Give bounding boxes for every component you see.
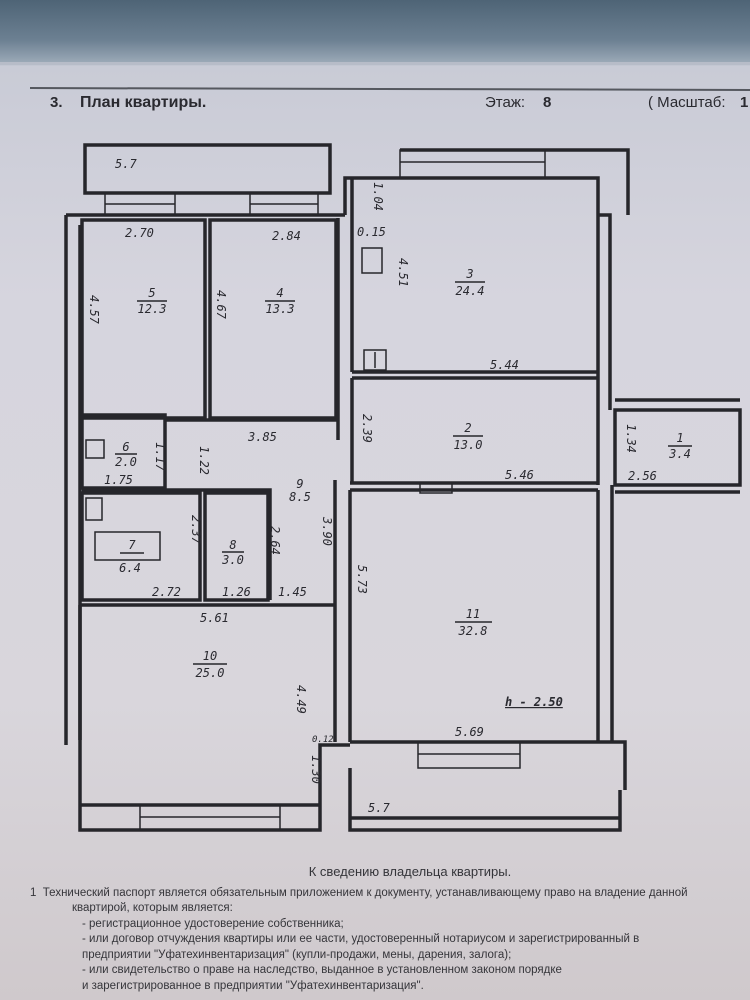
note-text: Технический паспорт является обязательны… [42,886,688,899]
dim-balcony-bottom: 5.7 [368,801,390,815]
dim-balcony-top: 5.7 [115,157,137,171]
page-title: План квартиры. [80,94,207,111]
note-number: 1 [30,886,37,899]
svg-text:8.5: 8.5 [289,490,311,504]
svg-text:5: 5 [148,286,155,300]
ceiling-height: h - 2.50 [505,695,563,709]
note-bullet: и зарегистрированное в предприятии "Уфат… [82,979,424,992]
room-1[interactable]: 13.4 [668,431,692,461]
dim-r3-offset: 0.15 [357,225,386,239]
dim-r11-width: 5.69 [455,725,484,739]
svg-text:2.0: 2.0 [115,455,137,469]
svg-text:6.4: 6.4 [119,561,141,575]
svg-text:24.4: 24.4 [456,284,485,298]
svg-text:11: 11 [466,607,480,621]
floor-value: 8 [543,94,552,111]
dim-r6-width: 1.75 [104,473,133,487]
note-text-cont: квартирой, которым является: [72,902,233,914]
room-11[interactable]: 11 32.8 [455,607,492,638]
svg-text:8: 8 [229,538,236,552]
room-6[interactable]: 62.0 [115,440,137,469]
dim-r7-width: 2.72 [152,585,181,599]
room-9[interactable]: 98.5 [289,477,311,504]
dim-r1-height: 1.34 [624,424,638,453]
dim-r7-height: 2.37 [189,515,203,545]
svg-text:7: 7 [128,538,136,552]
svg-text:9: 9 [296,477,303,491]
note-item-1: 1 Технический паспорт является обязатель… [30,886,750,902]
dim-r11-height: 5.73 [355,565,369,594]
dim-r10-width: 5.61 [200,611,229,625]
room-4[interactable]: 413.3 [265,286,295,316]
dim-corridor-width: 3.85 [247,430,277,444]
note-bullet: предприятии "Уфатехинвентаризация" (купл… [82,948,512,961]
svg-text:13.3: 13.3 [266,302,295,316]
svg-text:32.8: 32.8 [458,624,488,638]
note-bullet: - или договор отчуждения квартиры или ее… [82,933,640,945]
floor-label: Этаж: [485,94,526,111]
notes-title: К сведению владельца квартиры. [308,864,512,879]
owner-notes: К сведению владельца квартиры. 1 Техниче… [30,864,750,994]
svg-text:6: 6 [122,440,129,454]
dim-r9-width: 1.45 [278,585,307,599]
dim-r3-height: 4.51 [396,258,410,287]
dim-r2-width: 5.46 [505,468,534,482]
room-7[interactable]: 76.4 [119,538,144,575]
dim-r2-height: 2.39 [360,414,374,443]
room-10[interactable]: 10 25.0 [193,649,227,680]
note-bullet: - регистрационное удостоверение собствен… [82,917,344,930]
dim-r9-height: 3.90 [320,516,334,546]
dim-r4-width: 2.84 [272,229,301,243]
room-2[interactable]: 213.0 [453,421,483,452]
scale-value: 1 [740,94,749,111]
svg-text:12.3: 12.3 [138,302,167,316]
dim-r8-height: 2.64 [268,526,282,555]
room-5[interactable]: 512.3 [137,286,167,316]
svg-text:1: 1 [676,431,683,445]
room-labels: 13.4 213.0 324.4 413.3 512.3 62.0 76.4 8… [115,267,692,680]
svg-text:4: 4 [276,286,283,300]
dim-r1-width: 2.56 [628,469,657,483]
svg-text:25.0: 25.0 [196,666,225,680]
walls [64,143,742,832]
room-3[interactable]: 324.4 [455,267,485,298]
paper-edge [0,62,750,65]
dim-r3-nook: 1.04 [371,182,385,211]
dimension-labels: 5.7 2.70 2.84 0.15 1.04 4.57 4.67 4.51 5… [87,157,657,815]
dim-r4-height: 4.67 [214,290,228,320]
dim-r3-width: 5.44 [490,358,519,372]
svg-text:3.0: 3.0 [221,553,244,567]
dim-r10-nook: 0.12 [312,735,334,745]
section-number: 3. [50,94,63,111]
floor-plan: 13.4 213.0 324.4 413.3 512.3 62.0 76.4 8… [64,143,742,832]
dim-corridor-h: 1.22 [197,446,211,475]
dim-r6-height: 1.17 [153,442,167,472]
room-8[interactable]: 83.0 [221,538,244,567]
dim-r5-width: 2.70 [125,226,154,240]
svg-text:13.0: 13.0 [454,438,483,452]
svg-text:3.4: 3.4 [668,447,691,461]
svg-text:3: 3 [465,267,473,281]
scale-label: ( Масштаб: [648,94,726,111]
dim-r5-height: 4.57 [87,295,101,325]
dim-r8-width: 1.26 [222,585,251,599]
note-bullet: - или свидетельство о праве на наследств… [82,964,562,976]
dim-r10-nook-h: 1.30 [309,755,323,784]
svg-text:10: 10 [203,649,217,663]
dim-r10-height: 4.49 [294,685,308,714]
svg-text:2: 2 [464,421,471,435]
